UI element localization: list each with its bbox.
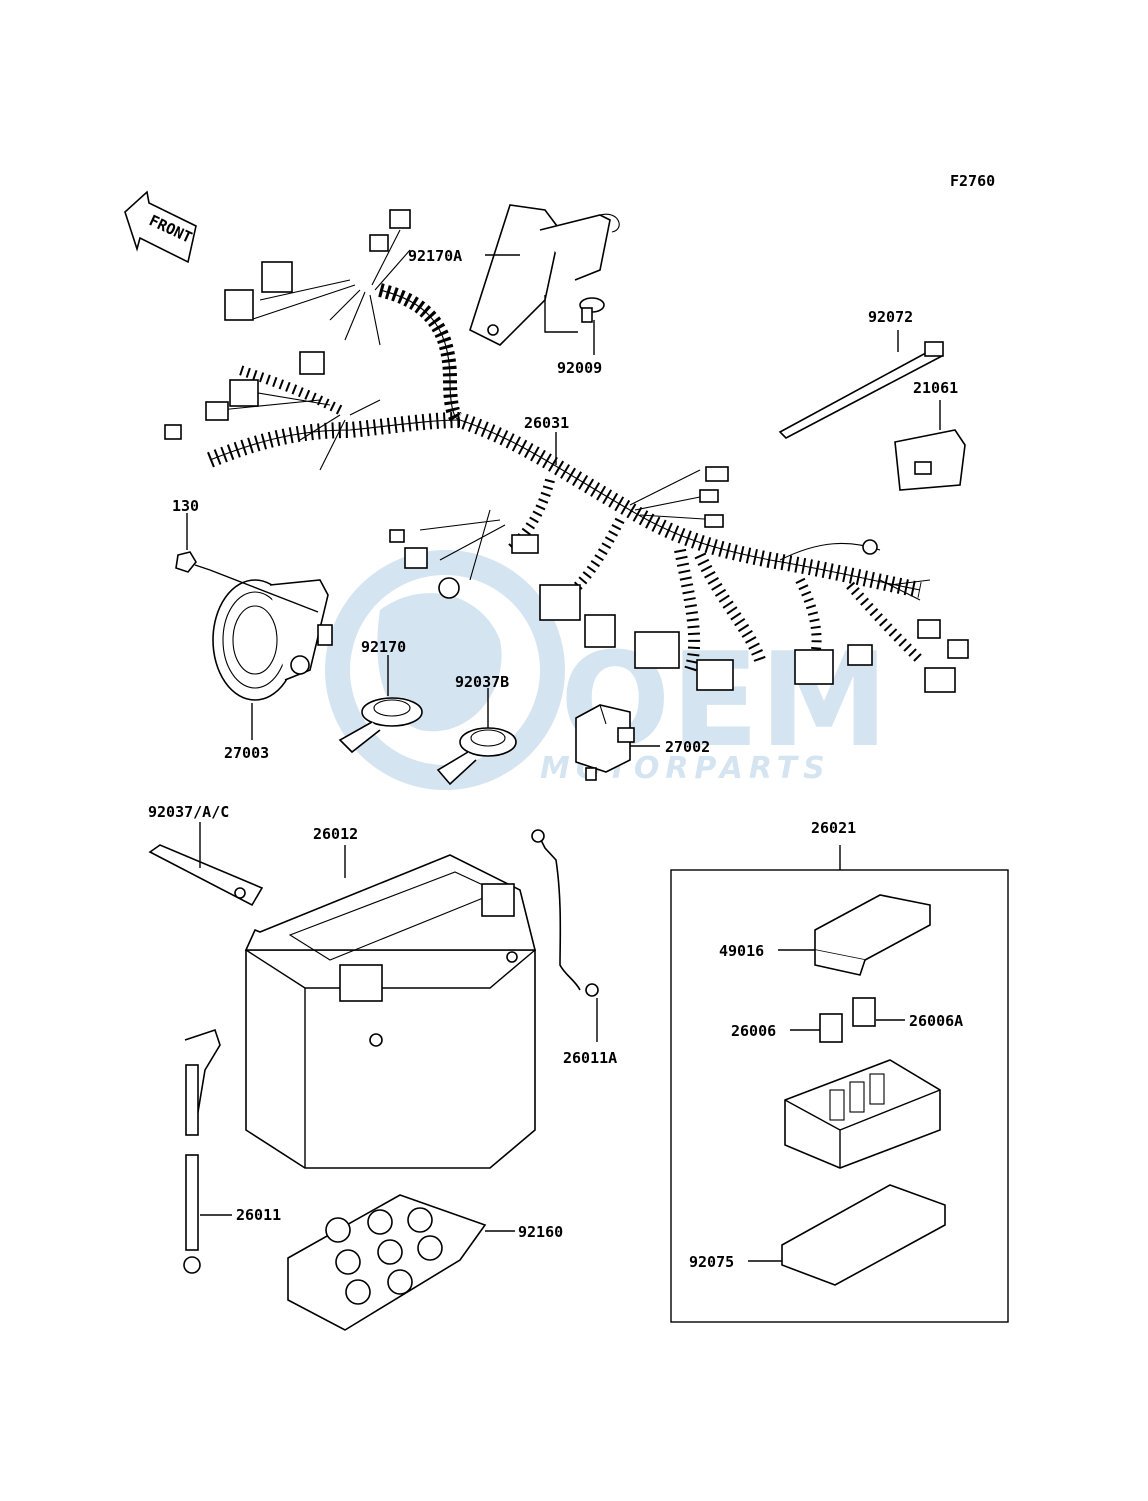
callout-92170A: 92170A (408, 247, 462, 265)
protector-92037b (436, 727, 517, 786)
cable-band (778, 341, 944, 439)
callout-92037AC: 92037/A/C (148, 803, 229, 821)
horn-bolt (175, 551, 319, 613)
junction-box-group (670, 845, 1009, 1323)
callout-92170: 92170 (361, 638, 406, 656)
horn (212, 579, 333, 701)
bolt (579, 297, 605, 323)
callout-26031: 26031 (524, 414, 569, 432)
callout-92072: 92072 (868, 308, 913, 326)
battery-strap (148, 844, 264, 907)
callout-92037B: 92037B (455, 673, 509, 691)
callout-26011: 26011 (236, 1206, 281, 1224)
leader-lines (186, 254, 941, 1262)
callout-49016: 49016 (719, 942, 764, 960)
callout-92009: 92009 (557, 359, 602, 377)
battery-cable-negative (531, 829, 599, 997)
relay (575, 704, 635, 781)
callout-labels: 92170A 92009 92072 21061 26031 130 92170… (148, 247, 963, 1271)
callout-26021: 26021 (811, 819, 856, 837)
callout-27003: 27003 (224, 744, 269, 762)
callout-92075: 92075 (689, 1253, 734, 1271)
figure-code: F2760 (950, 172, 995, 190)
callout-26006A: 26006A (909, 1012, 963, 1030)
protector-92170 (338, 697, 423, 754)
callout-130: 130 (172, 497, 199, 515)
clamp (894, 429, 966, 491)
front-arrow: FRONT (124, 190, 197, 264)
callout-26012: 26012 (313, 825, 358, 843)
battery-cable-positive (183, 1028, 221, 1274)
callout-92160: 92160 (518, 1223, 563, 1241)
bracket (469, 204, 620, 346)
battery (244, 854, 537, 1169)
callout-21061: 21061 (913, 379, 958, 397)
wiring-harness (164, 209, 969, 693)
watermark: OEM MOTORPARTS (325, 550, 889, 790)
callout-27002: 27002 (665, 738, 710, 756)
callout-26011A: 26011A (563, 1049, 617, 1067)
callout-26006: 26006 (731, 1022, 776, 1040)
battery-tray (287, 1194, 487, 1331)
